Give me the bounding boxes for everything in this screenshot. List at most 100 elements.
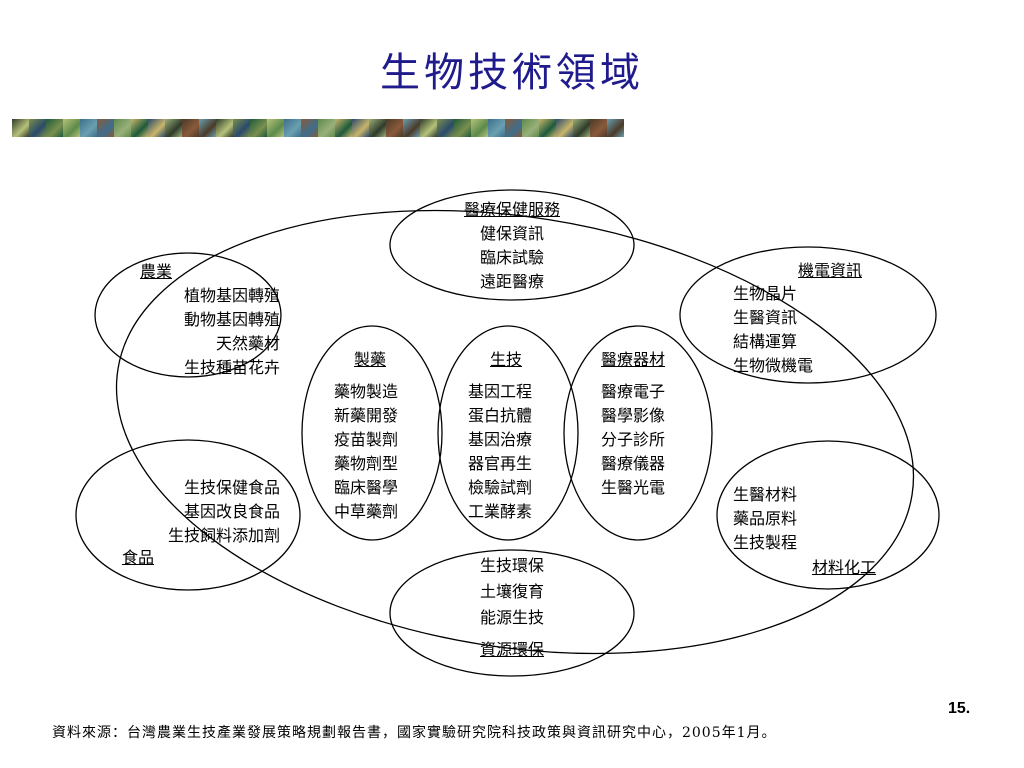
healthcare-group: 醫療保健服務 健保資訊 臨床試驗 遠距醫療 <box>437 198 587 294</box>
strip-tile <box>471 119 488 137</box>
electromech-item: 生物晶片 <box>733 284 798 303</box>
pharma-item: 藥物劑型 <box>334 454 399 473</box>
strip-tile <box>403 119 420 137</box>
agriculture-item: 生技種苗花卉 <box>183 358 280 377</box>
pharma-header: 製藥 <box>354 350 387 369</box>
source-citation: 資料來源：台灣農業生技產業發展策略規劃報告書，國家實驗研究院科技政策與資訊研究中… <box>52 725 777 741</box>
materials-item: 生技製程 <box>733 533 798 552</box>
pharma-ellipse <box>301 325 443 541</box>
environment-item: 土壤復育 <box>479 582 544 601</box>
strip-tile <box>369 119 386 137</box>
food-item: 基因改良食品 <box>183 502 280 521</box>
strip-tile <box>284 119 301 137</box>
strip-tile <box>12 119 29 137</box>
healthcare-ellipse <box>389 189 635 301</box>
strip-tile <box>454 119 471 137</box>
healthcare-item: 臨床試驗 <box>479 248 544 267</box>
devices-ellipse <box>563 325 713 541</box>
environment-header-box: 資源環保 <box>437 638 587 662</box>
electromech-header-box: 機電資訊 <box>798 259 862 283</box>
materials-item: 生醫材料 <box>733 485 798 504</box>
strip-tile <box>267 119 284 137</box>
strip-tile <box>250 119 267 137</box>
healthcare-header: 醫療保健服務 <box>463 200 560 219</box>
strip-tile <box>488 119 505 137</box>
strip-tile <box>420 119 437 137</box>
agriculture-item: 動物基因轉殖 <box>183 310 280 329</box>
devices-item: 醫學影像 <box>601 406 666 425</box>
agriculture-item: 天然藥材 <box>215 334 280 353</box>
devices-item: 生醫光電 <box>601 478 666 497</box>
environment-group: 生技環保 土壤復育 能源生技 <box>437 553 587 631</box>
center-item: 檢驗試劑 <box>468 478 533 497</box>
devices-item: 醫療電子 <box>601 382 666 401</box>
electromech-item: 生醫資訊 <box>733 308 798 327</box>
materials-group: 生醫材料 藥品原料 生技製程 <box>733 483 797 555</box>
strip-tile <box>386 119 403 137</box>
image-strip <box>12 119 624 137</box>
food-item: 生技飼料添加劑 <box>167 526 280 545</box>
strip-tile <box>352 119 369 137</box>
devices-header-box: 醫療器材 <box>601 348 665 372</box>
strip-tile <box>301 119 318 137</box>
strip-tile <box>505 119 522 137</box>
center-item: 器官再生 <box>468 454 533 473</box>
strip-tile <box>335 119 352 137</box>
materials-header-box: 材料化工 <box>812 556 876 580</box>
food-ellipse <box>75 439 301 591</box>
agriculture-header-box: 農業 <box>140 260 172 284</box>
agriculture-ellipse <box>94 252 282 378</box>
materials-item: 藥品原料 <box>733 509 798 528</box>
strip-tile <box>318 119 335 137</box>
strip-tile <box>590 119 607 137</box>
agriculture-group: 植物基因轉殖 動物基因轉殖 天然藥材 生技種苗花卉 <box>140 284 280 380</box>
center-item: 基因治療 <box>468 430 533 449</box>
strip-tile <box>556 119 573 137</box>
devices-item: 醫療儀器 <box>601 454 666 473</box>
strip-tile <box>97 119 114 137</box>
pharma-item: 藥物製造 <box>334 382 399 401</box>
environment-header: 資源環保 <box>479 640 544 659</box>
materials-header: 材料化工 <box>812 558 877 577</box>
center-item: 工業酵素 <box>468 502 533 521</box>
strip-tile <box>522 119 539 137</box>
healthcare-item: 遠距醫療 <box>479 272 544 291</box>
strip-tile <box>46 119 63 137</box>
electromech-ellipse <box>679 246 937 384</box>
center-header-box: 生技 <box>490 348 522 372</box>
electromech-group: 生物晶片 生醫資訊 結構運算 生物微機電 <box>733 282 813 378</box>
strip-tile <box>573 119 590 137</box>
devices-item: 分子診所 <box>601 430 666 449</box>
electromech-item: 結構運算 <box>733 332 798 351</box>
strip-tile <box>437 119 454 137</box>
strip-tile <box>539 119 556 137</box>
pharma-header-box: 製藥 <box>354 348 386 372</box>
page-number: 15. <box>948 700 971 717</box>
outer-ellipse <box>115 209 915 655</box>
strip-tile <box>148 119 165 137</box>
strip-tile <box>165 119 182 137</box>
food-item: 生技保健食品 <box>183 478 280 497</box>
pharma-item: 臨床醫學 <box>334 478 399 497</box>
agriculture-item: 植物基因轉殖 <box>183 286 280 305</box>
materials-ellipse <box>716 440 940 590</box>
page-title: 生物技術領域 <box>380 50 644 96</box>
strip-tile <box>114 119 131 137</box>
strip-tile <box>80 119 97 137</box>
devices-group: 醫療電子 醫學影像 分子診所 醫療儀器 生醫光電 <box>601 380 665 500</box>
strip-tile <box>63 119 80 137</box>
pharma-item: 疫苗製劑 <box>334 430 399 449</box>
electromech-header: 機電資訊 <box>798 261 863 280</box>
agriculture-header: 農業 <box>140 262 173 281</box>
food-header: 食品 <box>122 548 155 567</box>
strip-tile <box>182 119 199 137</box>
strip-tile <box>131 119 148 137</box>
devices-header: 醫療器材 <box>601 350 666 369</box>
environment-item: 生技環保 <box>479 556 544 575</box>
center-item: 基因工程 <box>468 382 533 401</box>
electromech-item: 生物微機電 <box>733 356 814 375</box>
strip-tile <box>607 119 624 137</box>
environment-item: 能源生技 <box>479 608 544 627</box>
center-header: 生技 <box>490 350 523 369</box>
